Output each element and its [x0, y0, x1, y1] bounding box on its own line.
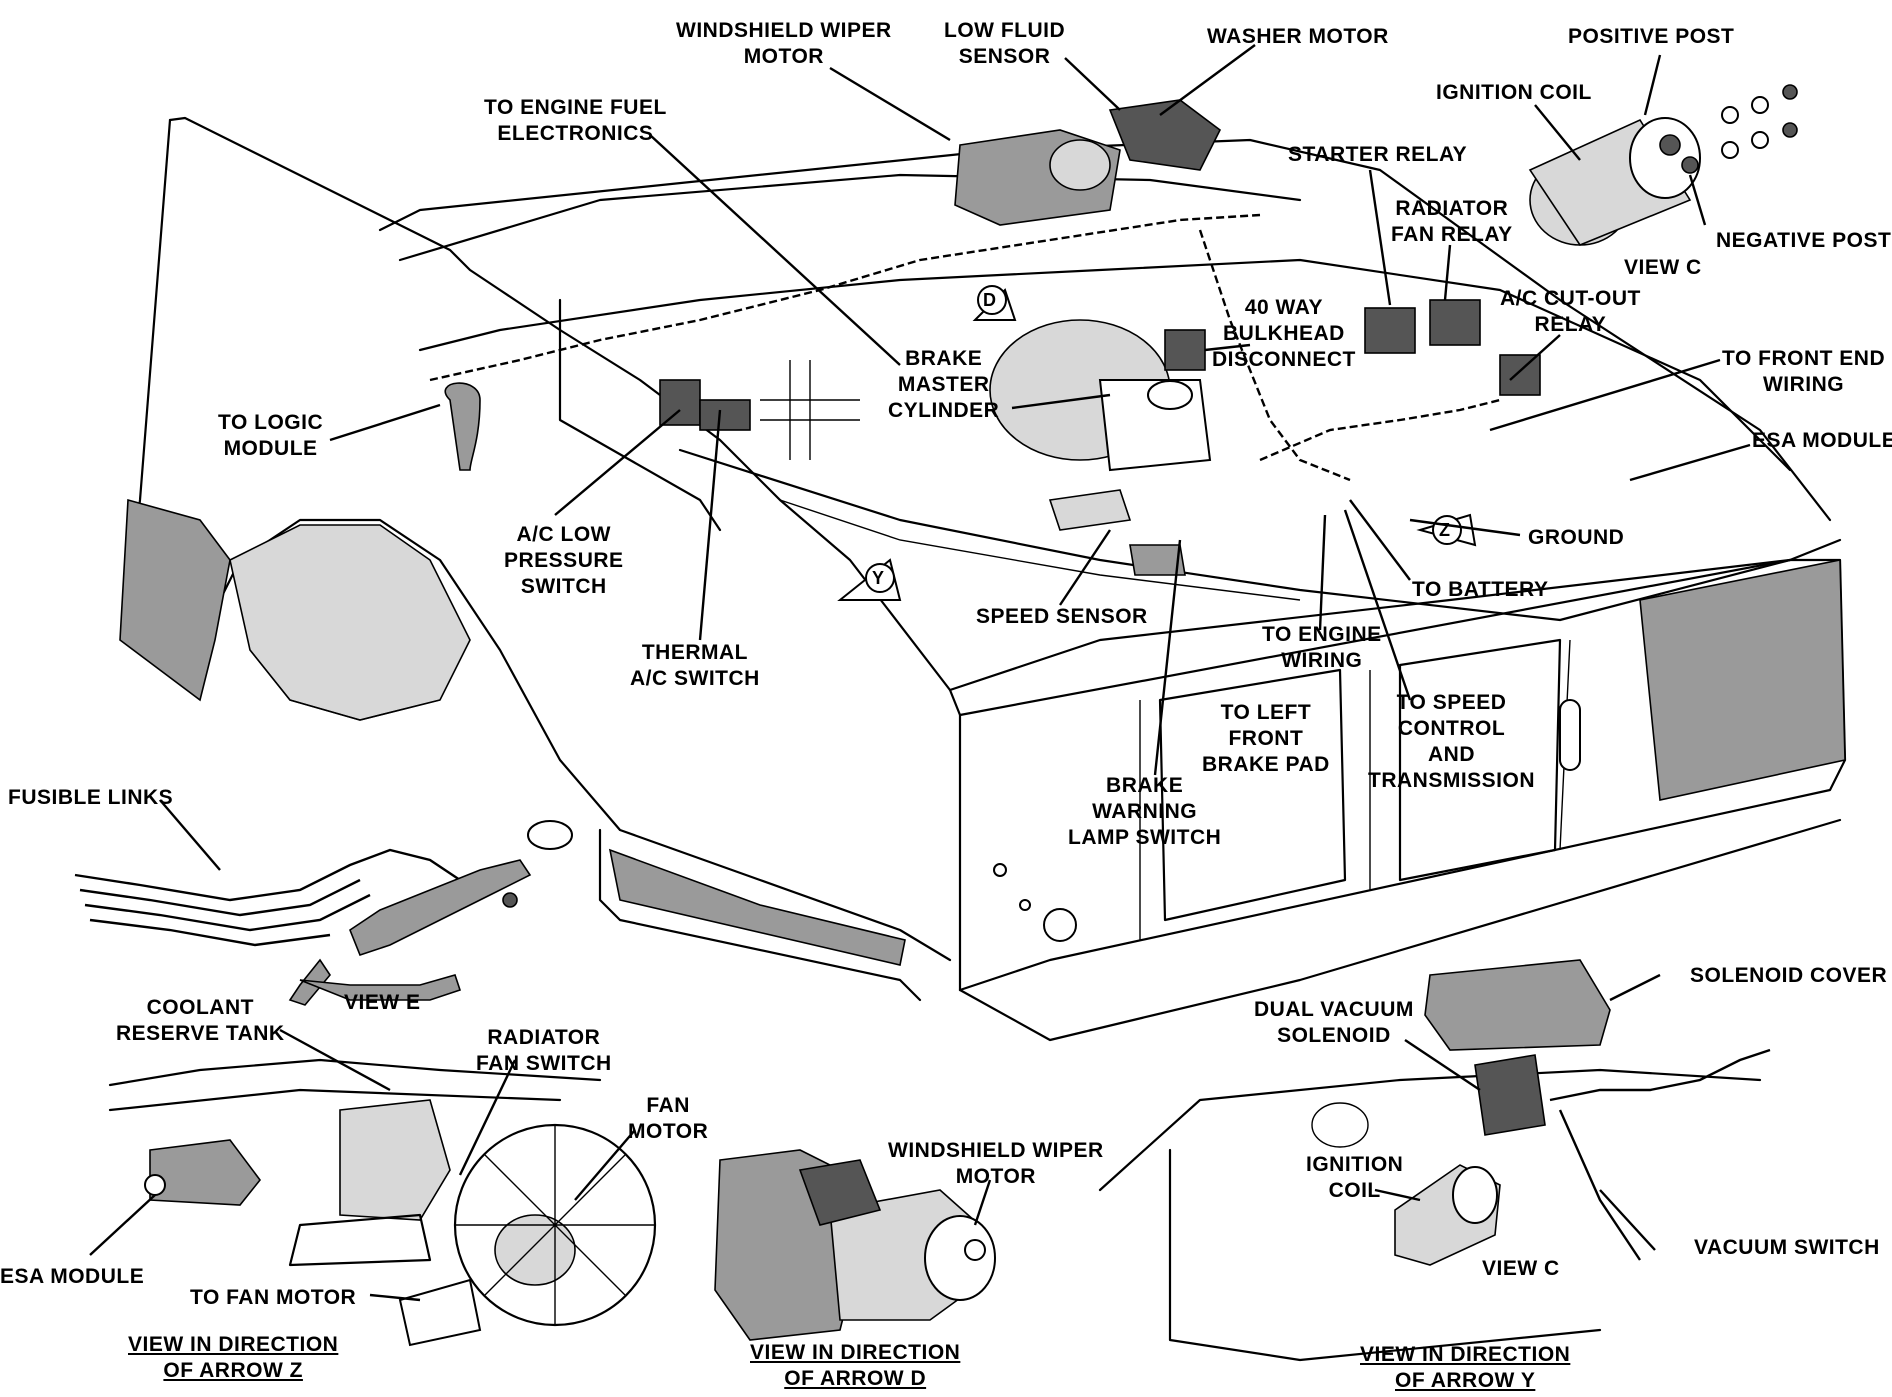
- arrow-marker-y: [837, 558, 902, 601]
- label-thermal-ac-switch: THERMAL A/C SWITCH: [630, 641, 760, 690]
- label-view-c-y: VIEW C: [1482, 1257, 1560, 1280]
- label-windshield-wiper-motor-view-d: WINDSHIELD WIPER MOTOR: [888, 1139, 1104, 1188]
- label-washer-motor: WASHER MOTOR: [1207, 25, 1389, 48]
- label-solenoid-cover: SOLENOID COVER: [1690, 964, 1888, 987]
- label-starter-relay: STARTER RELAY: [1288, 143, 1468, 166]
- label-ground: GROUND: [1528, 526, 1625, 549]
- label-brake-master-cylinder: BRAKE MASTER CYLINDER: [888, 347, 1000, 422]
- label-speed-sensor: SPEED SENSOR: [976, 605, 1148, 628]
- front-panel-right: [958, 558, 1847, 1042]
- arrow-marker-d: [972, 285, 1017, 321]
- label-brake-warning-lamp-switch: BRAKE WARNING LAMP SWITCH: [1068, 774, 1222, 849]
- label-windshield-wiper-motor: WINDSHIELD WIPER MOTOR: [676, 19, 892, 68]
- label-coolant-reserve-tank: COOLANT RESERVE TANK: [116, 996, 285, 1045]
- label-fan-motor: FAN MOTOR: [628, 1094, 709, 1143]
- view-d-wiper-motor: [714, 1149, 996, 1341]
- label-view-e: VIEW E: [344, 991, 421, 1014]
- label-radiator-fan-relay: RADIATOR FAN RELAY: [1391, 197, 1513, 246]
- label-negative-post: NEGATIVE POST: [1716, 229, 1892, 252]
- label-view-c-top: VIEW C: [1624, 256, 1702, 279]
- label-dual-vacuum-solenoid: DUAL VACUUM SOLENOID: [1254, 998, 1414, 1047]
- arrow-z-letter: Z: [1439, 520, 1451, 540]
- label-to-engine-wiring: TO ENGINE WIRING: [1262, 623, 1382, 672]
- caption-view-arrow-y: VIEW IN DIRECTION OF ARROW Y: [1360, 1343, 1571, 1392]
- label-to-engine-fuel-electronics: TO ENGINE FUEL ELECTRONICS: [484, 96, 667, 145]
- arrow-d-letter: D: [983, 290, 997, 310]
- label-to-front-end-wiring: TO FRONT END WIRING: [1722, 347, 1886, 396]
- view-y-solenoid-assembly: [1098, 959, 1771, 1362]
- label-fusible-links: FUSIBLE LINKS: [8, 786, 174, 809]
- view-c-ignition-coil: [1528, 84, 1798, 246]
- label-to-speed-control-and-transmission: TO SPEED CONTROL AND TRANSMISSION: [1368, 691, 1536, 792]
- cowl-and-firewall: [378, 138, 1842, 692]
- label-positive-post: POSITIVE POST: [1568, 25, 1735, 48]
- arrow-y-letter: Y: [872, 568, 885, 588]
- engine-bay-components: [429, 99, 1541, 576]
- label-ac-low-pressure-switch: A/C LOW PRESSURE SWITCH: [504, 523, 624, 598]
- label-40-way-bulkhead-disconnect: 40 WAY BULKHEAD DISCONNECT: [1212, 296, 1356, 371]
- label-to-left-front-brake-pad: TO LEFT FRONT BRAKE PAD: [1202, 701, 1330, 776]
- left-fender: [119, 116, 962, 1002]
- label-vacuum-switch: VACUUM SWITCH: [1694, 1236, 1880, 1259]
- label-low-fluid-sensor: LOW FLUID SENSOR: [944, 19, 1066, 68]
- leader-lines: [89, 44, 1751, 1302]
- label-esa-module-bottom: ESA MODULE: [0, 1265, 145, 1288]
- view-z-fan-assembly: [108, 1058, 657, 1347]
- label-to-battery: TO BATTERY: [1412, 578, 1549, 601]
- label-to-fan-motor: TO FAN MOTOR: [190, 1286, 357, 1309]
- caption-view-arrow-d: VIEW IN DIRECTION OF ARROW D: [750, 1341, 961, 1390]
- view-e-fusible-links: [74, 820, 573, 1006]
- label-ac-cutout-relay: A/C CUT-OUT RELAY: [1500, 287, 1641, 336]
- label-radiator-fan-switch: RADIATOR FAN SWITCH: [476, 1026, 612, 1075]
- label-to-logic-module: TO LOGIC MODULE: [218, 411, 324, 460]
- label-esa-module-top: ESA MODULE: [1752, 429, 1892, 452]
- caption-view-arrow-z: VIEW IN DIRECTION OF ARROW Z: [128, 1333, 339, 1382]
- label-ignition-coil-top: IGNITION COIL: [1436, 81, 1592, 104]
- label-ignition-coil-view-y: IGNITION COIL: [1306, 1153, 1404, 1202]
